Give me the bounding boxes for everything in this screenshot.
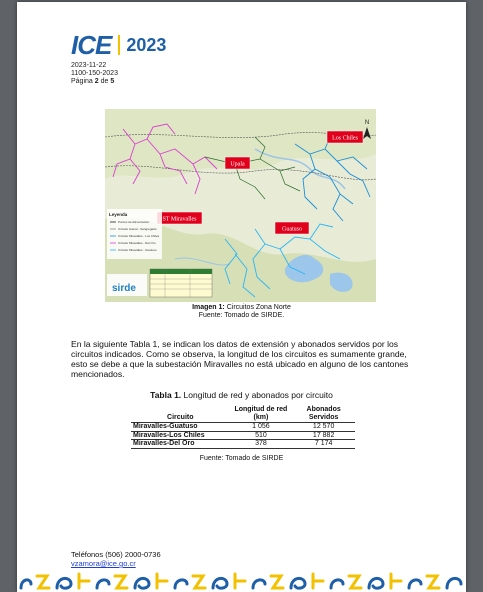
image-source: Fuente: Tomado de SIRDE. (198, 312, 285, 319)
map-label-los-chiles: Los Chiles (332, 136, 358, 142)
sirde-logo: sirde (107, 274, 147, 296)
footer-contact: Teléfonos (506) 2000-0736 vzamora@ice.go… (71, 550, 161, 568)
svg-text:Circuito Miravalles - Guatuso: Circuito Miravalles - Guatuso (118, 248, 157, 252)
image-caption: Imagen 1: Circuitos Zona Norte (192, 304, 291, 311)
footer-email-link[interactable]: vzamora@ice.go.cr (71, 559, 136, 568)
decorative-pattern-band (19, 572, 463, 590)
svg-text:sirde: sirde (112, 283, 136, 294)
col-header-length: Longitud de red (km) (234, 406, 288, 421)
footer-phone: Teléfonos (506) 2000-0736 (71, 550, 161, 559)
meta-date: 2023-11-22 (71, 62, 107, 69)
meta-page: Página 2 de 5 (71, 78, 115, 85)
map-label-st-miravalles: ST Miravalles (162, 217, 197, 223)
svg-text:Puntos de Alimentación: Puntos de Alimentación (118, 220, 150, 224)
svg-text:Circuito Arenal - Sangregado: Circuito Arenal - Sangregado (118, 227, 157, 231)
logo-divider (118, 35, 121, 55)
logo-year: 2023 (126, 34, 167, 55)
circuit-map: Upala Los Chiles ST Miravalles Guatuso N… (105, 109, 376, 302)
map-label-guatuso: Guatuso (282, 227, 302, 233)
table-title: Tabla 1. Longitud de red y abonados por … (150, 390, 333, 400)
north-arrow-icon: N (363, 120, 371, 139)
table-row: Miravalles-Del Oro 378 7 174 (131, 439, 355, 449)
table-source: Fuente: Tomado de SIRDE (199, 455, 284, 462)
map-inset-table (149, 268, 213, 298)
table-row: Miravalles-Guatuso 1 056 12 570 (131, 422, 355, 431)
ice-logo: ICE 2023 (71, 29, 167, 60)
legend-title: Leyenda (109, 212, 128, 217)
document-page: ICE 2023 2023-11-22 1100-150-2023 Página… (17, 2, 466, 592)
map-legend: Leyenda Puntos de Alimentación Circuito … (107, 209, 162, 259)
col-header-subscribers: Abonados Servidos (306, 406, 341, 421)
circuits-table: Circuito Longitud de red (km) Abonados S… (131, 406, 355, 449)
meta-reference: 1100-150-2023 (71, 70, 118, 77)
map-label-upala: Upala (230, 162, 245, 168)
table-row: Miravalles-Los Chiles 510 17 882 (131, 430, 355, 440)
svg-text:Circuito Miravalles - Los Chil: Circuito Miravalles - Los Chiles (118, 234, 160, 238)
svg-text:Circuito Miravalles - Del Oro: Circuito Miravalles - Del Oro (118, 241, 156, 245)
svg-text:N: N (365, 120, 369, 126)
body-paragraph: En la siguiente Tabla 1, se indican los … (71, 339, 409, 379)
document-meta: 2023-11-22 1100-150-2023 Página 2 de 5 (71, 62, 118, 86)
logo-text: ICE (71, 29, 112, 60)
col-header-circuit: Circuito (167, 414, 194, 421)
